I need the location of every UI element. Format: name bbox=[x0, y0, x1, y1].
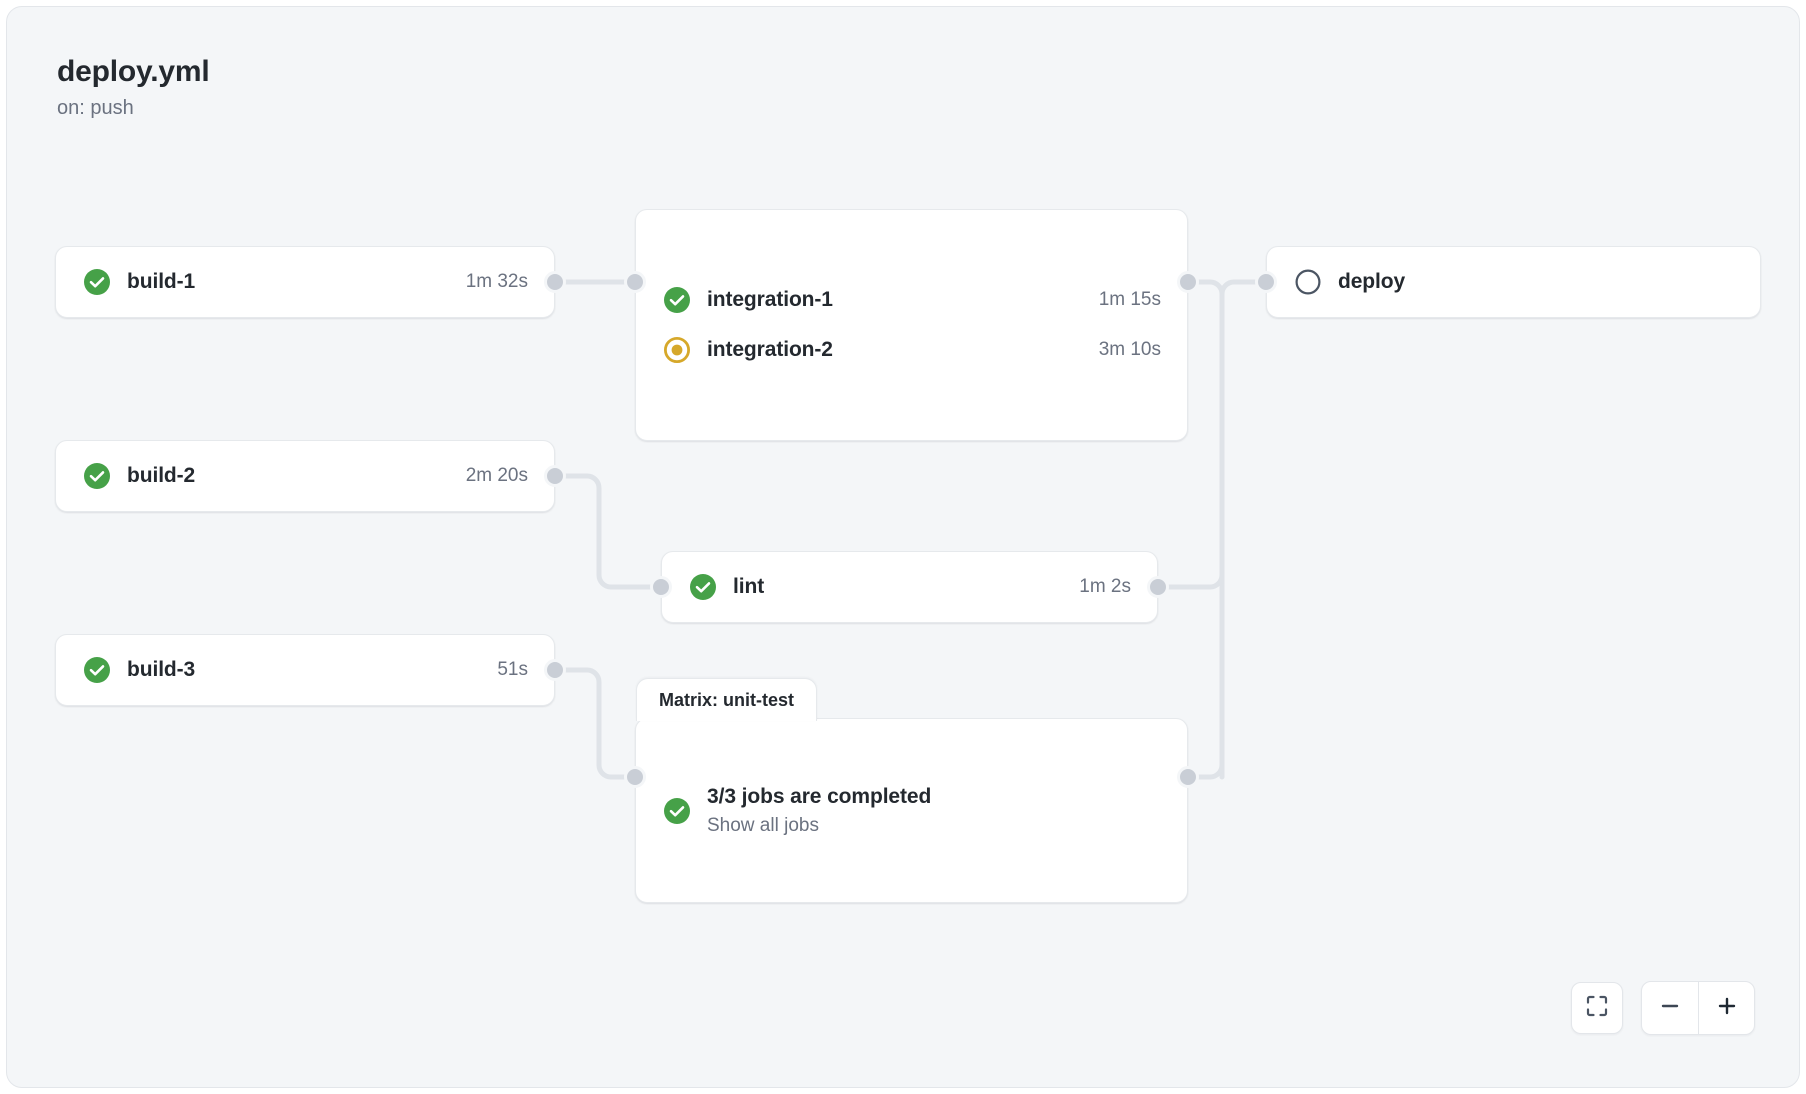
job-duration: 1m 2s bbox=[1079, 576, 1131, 597]
edge-integration-to-deploy bbox=[1179, 279, 1225, 780]
job-label: lint bbox=[733, 575, 765, 598]
port-build-1-output[interactable] bbox=[544, 271, 566, 293]
port-integration-group-input[interactable] bbox=[624, 271, 646, 293]
workflow-panel: deploy.yml on: push bbox=[6, 6, 1800, 1088]
show-all-jobs-link[interactable]: Show all jobs bbox=[707, 814, 819, 836]
zoom-out-button[interactable] bbox=[1642, 982, 1698, 1034]
plus-icon bbox=[1715, 994, 1739, 1023]
job-label: integration-1 bbox=[707, 288, 833, 311]
group-job-integration-2[interactable]: integration-2 3m 10s bbox=[664, 337, 1161, 363]
port-matrix-output[interactable] bbox=[1177, 766, 1199, 788]
job-label: build-2 bbox=[127, 464, 196, 487]
job-duration: 1m 32s bbox=[465, 271, 528, 292]
matrix-tab-label: Matrix: unit-test bbox=[636, 678, 817, 721]
node-integration-group[interactable]: integration-1 1m 15s integration-2 3m 10… bbox=[635, 209, 1188, 441]
circle-outline-icon bbox=[1295, 269, 1321, 295]
group-job-integration-1[interactable]: integration-1 1m 15s bbox=[664, 287, 1161, 313]
check-circle-icon bbox=[84, 269, 110, 295]
zoom-in-button[interactable] bbox=[1698, 982, 1754, 1034]
workflow-header: deploy.yml on: push bbox=[57, 55, 210, 119]
port-build-3-output[interactable] bbox=[544, 659, 566, 681]
job-duration: 51s bbox=[497, 659, 528, 680]
check-circle-icon bbox=[84, 657, 110, 683]
port-build-2-output[interactable] bbox=[544, 465, 566, 487]
job-duration: 3m 10s bbox=[1098, 339, 1161, 360]
workflow-title: deploy.yml bbox=[57, 55, 210, 88]
job-label: deploy bbox=[1338, 270, 1406, 293]
fit-screen-icon bbox=[1585, 994, 1609, 1023]
zoom-button-group bbox=[1641, 981, 1755, 1035]
node-matrix-unit-test[interactable]: Matrix: unit-test 3/3 jobs are completed… bbox=[635, 678, 1188, 903]
check-circle-icon bbox=[664, 797, 690, 824]
workflow-trigger: on: push bbox=[57, 97, 134, 119]
node-build-2[interactable]: build-2 2m 20s bbox=[55, 440, 555, 512]
port-lint-input[interactable] bbox=[650, 576, 672, 598]
port-matrix-input[interactable] bbox=[624, 766, 646, 788]
node-lint[interactable]: lint 1m 2s bbox=[661, 551, 1158, 623]
job-label: build-3 bbox=[127, 658, 196, 681]
graph-edges bbox=[551, 279, 1263, 780]
fit-screen-button[interactable] bbox=[1571, 982, 1623, 1034]
edge-build3-to-matrix bbox=[551, 667, 632, 780]
check-circle-icon bbox=[84, 463, 110, 489]
job-duration: 2m 20s bbox=[465, 465, 528, 486]
zoom-controls bbox=[1571, 981, 1755, 1035]
minus-icon bbox=[1658, 994, 1682, 1023]
job-label: integration-2 bbox=[707, 338, 833, 361]
dot-circle-icon bbox=[664, 337, 690, 363]
check-circle-icon bbox=[690, 574, 716, 600]
matrix-summary: 3/3 jobs are completed bbox=[707, 784, 932, 808]
port-integration-group-output[interactable] bbox=[1177, 271, 1199, 293]
edge-build2-to-lint bbox=[551, 473, 658, 590]
node-deploy[interactable]: deploy bbox=[1266, 246, 1761, 318]
node-build-3[interactable]: build-3 51s bbox=[55, 634, 555, 706]
job-duration: 1m 15s bbox=[1098, 289, 1161, 310]
graph-canvas[interactable]: build-1 1m 32s integration-1 bbox=[7, 7, 1799, 1087]
node-build-1[interactable]: build-1 1m 32s bbox=[55, 246, 555, 318]
check-circle-icon bbox=[664, 287, 690, 313]
port-deploy-input[interactable] bbox=[1255, 271, 1277, 293]
job-label: build-1 bbox=[127, 270, 196, 293]
port-lint-output[interactable] bbox=[1147, 576, 1169, 598]
